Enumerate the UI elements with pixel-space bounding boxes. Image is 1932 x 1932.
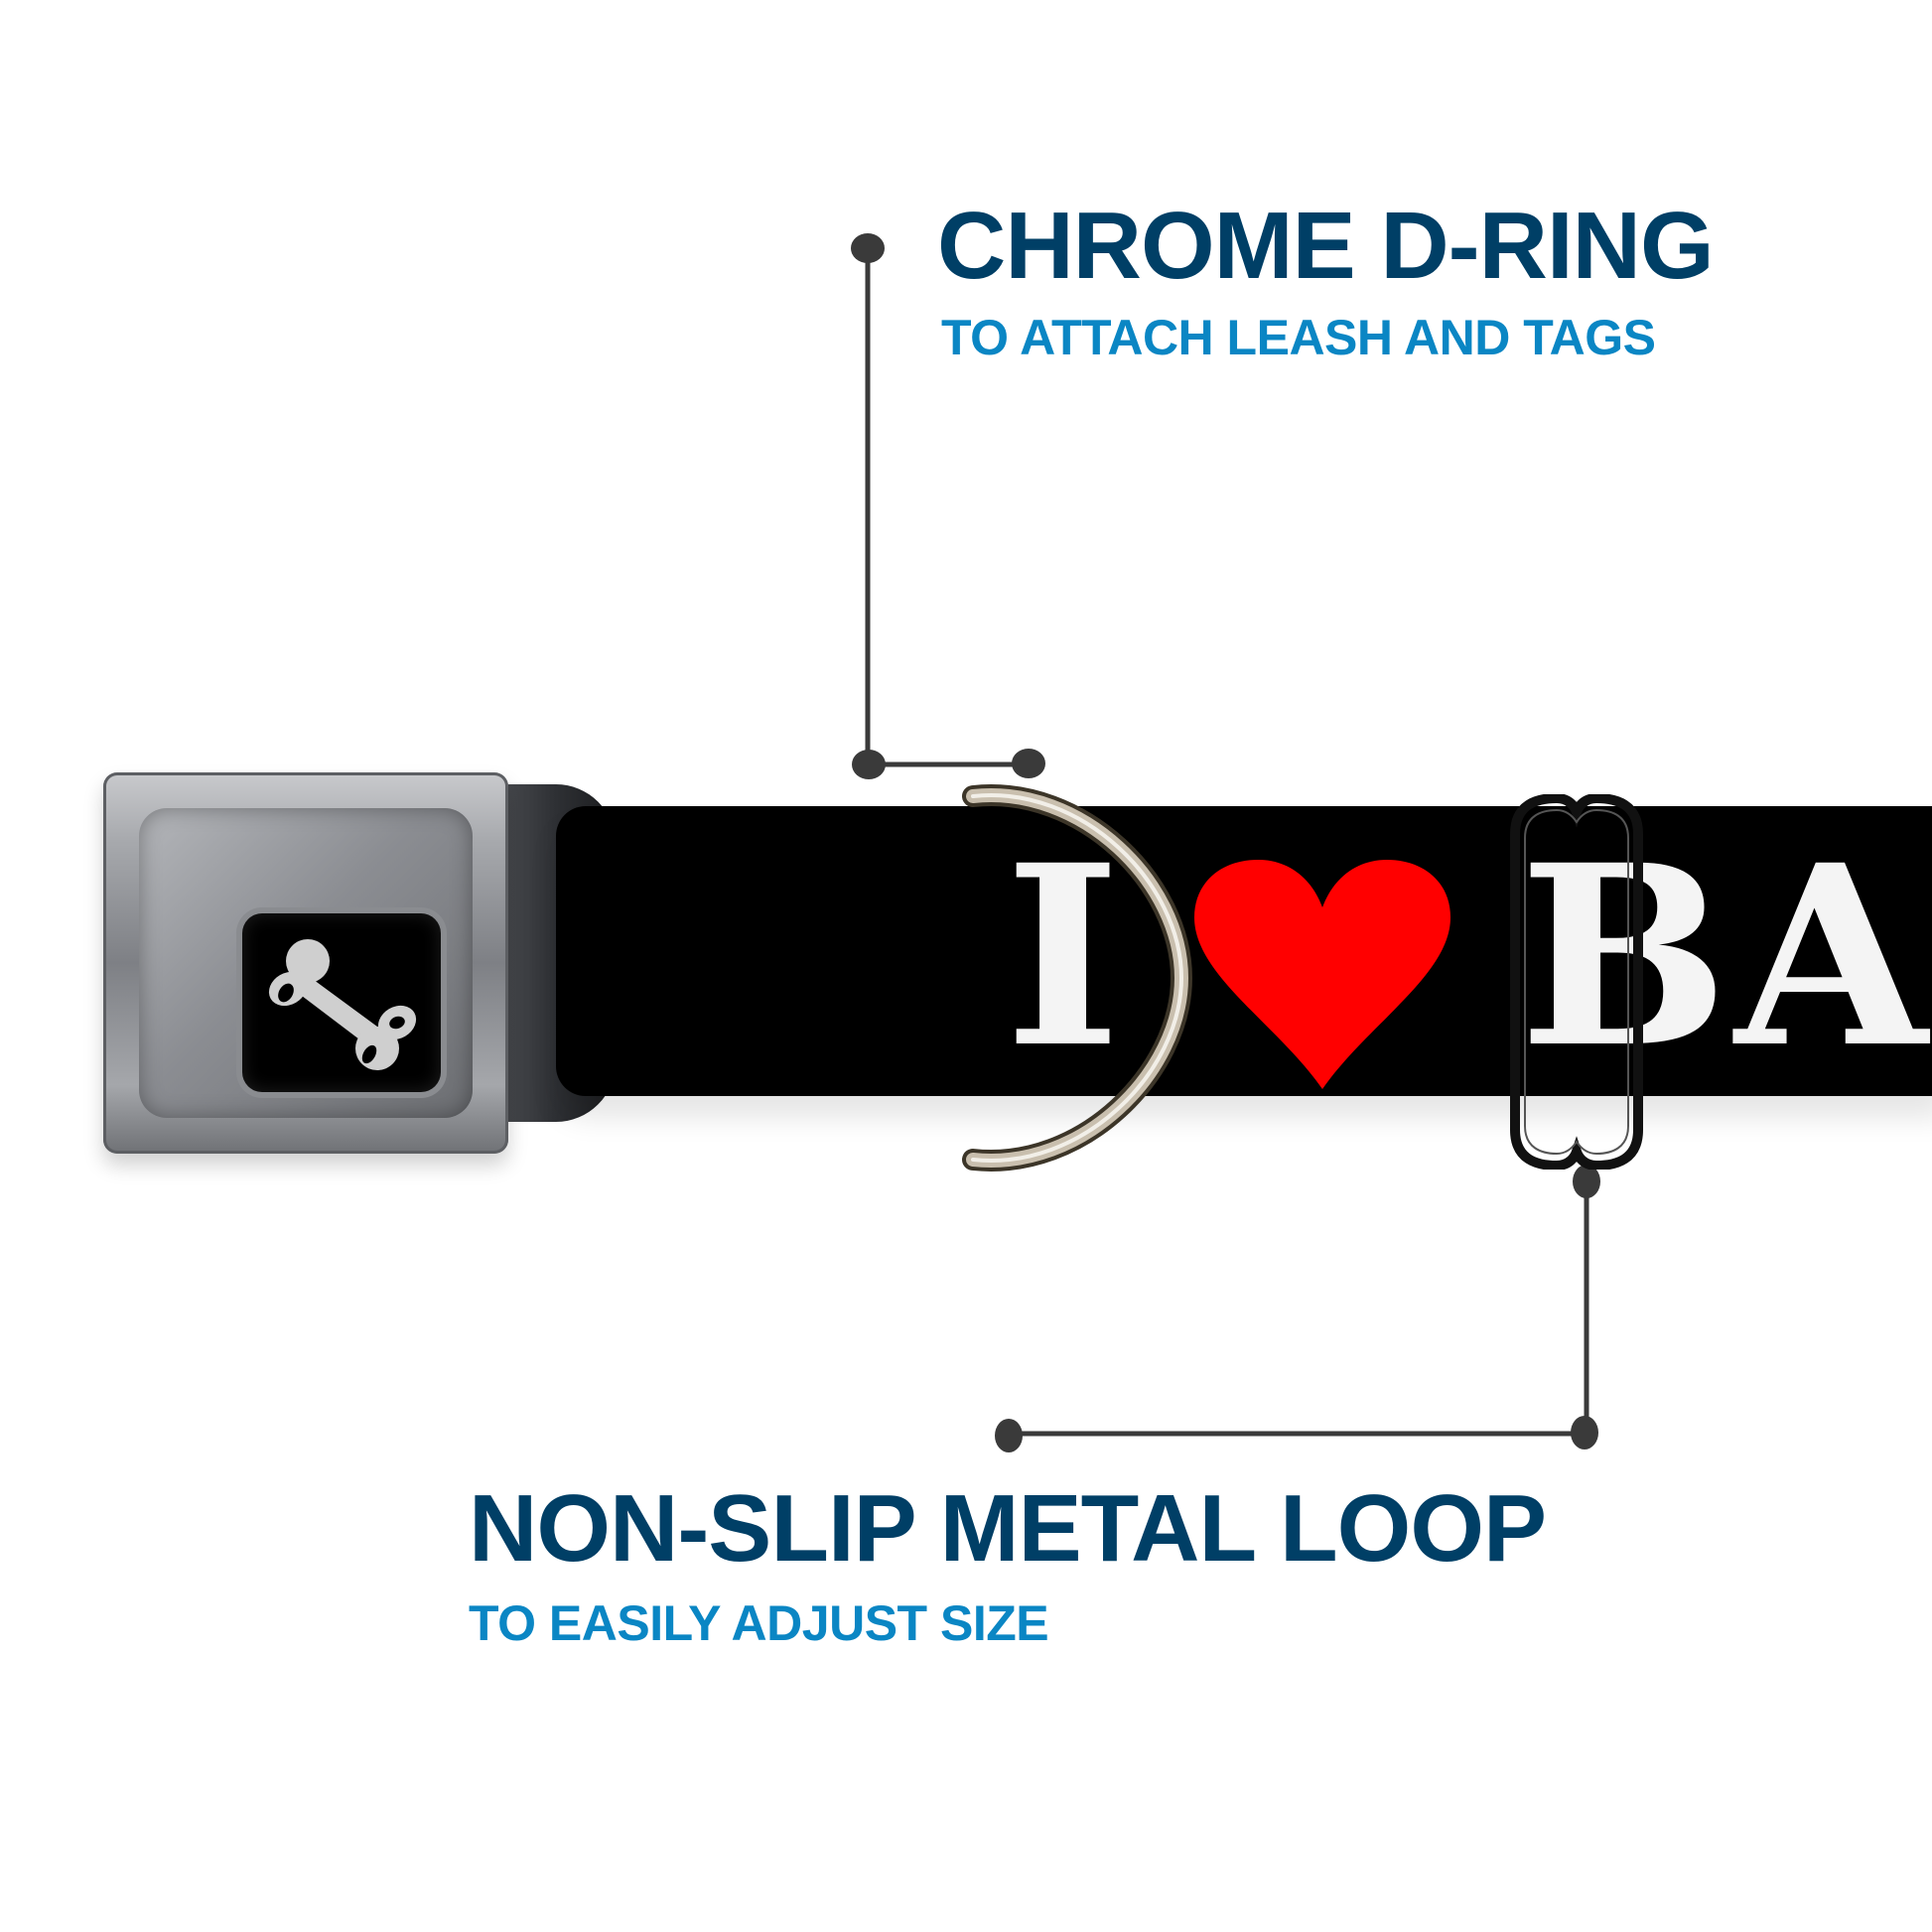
d-ring-subheading: TO ATTACH LEASH AND TAGS <box>941 310 1656 365</box>
leader-dot <box>1573 1165 1600 1198</box>
buckle-face <box>139 808 473 1118</box>
bone-icon <box>268 939 417 1070</box>
leader-dot <box>1571 1416 1598 1449</box>
leader-dot <box>852 750 886 779</box>
metal-loop-subheading: TO EASILY ADJUST SIZE <box>469 1595 1049 1651</box>
metal-loop-heading: NON-SLIP METAL LOOP <box>469 1475 1547 1582</box>
leader-dot <box>1012 749 1045 778</box>
seatbelt-buckle[interactable] <box>103 772 508 1154</box>
heart-icon <box>1194 860 1450 1089</box>
strap-print-letters-ba: BA <box>1519 810 1932 1102</box>
d-ring-heading: CHROME D-RING <box>937 193 1715 299</box>
metal-slide-loop <box>1510 794 1643 1170</box>
metal-loop-leader <box>1009 1181 1589 1437</box>
chrome-d-ring <box>962 784 1193 1172</box>
leader-dot <box>851 233 885 263</box>
leader-dot <box>995 1419 1023 1452</box>
d-ring-leader <box>865 248 1029 767</box>
strap-print-letter-i: I <box>1005 810 1127 1102</box>
buckle-badge <box>242 913 441 1092</box>
